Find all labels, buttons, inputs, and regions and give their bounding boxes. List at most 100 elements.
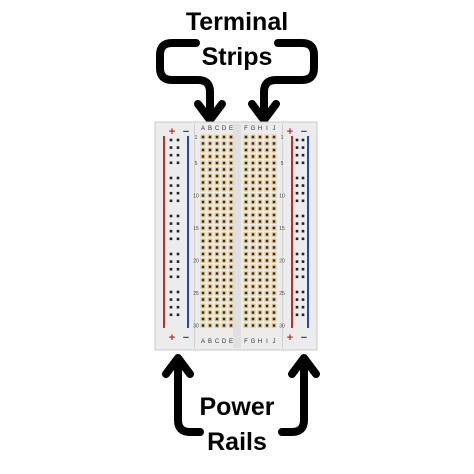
hole	[272, 181, 276, 184]
rail-hole	[301, 229, 305, 233]
bottom-arrow-shaft-right	[278, 364, 308, 436]
hole	[229, 148, 233, 152]
rail-hole	[301, 298, 305, 301]
rail-hole	[176, 298, 180, 301]
terminal-strips-label-line2: Strips	[201, 43, 273, 71]
hole	[251, 155, 255, 158]
rail-hole	[295, 146, 299, 149]
hole	[265, 291, 269, 295]
rail-minus-sign: −	[301, 126, 307, 138]
hole	[201, 311, 205, 314]
hole	[258, 200, 262, 204]
rail-hole	[301, 153, 305, 157]
hole	[272, 291, 276, 295]
hole	[229, 194, 233, 197]
column-label-bottom: A	[201, 339, 205, 345]
hole	[244, 213, 248, 217]
hole	[201, 226, 205, 230]
rail-hole	[176, 214, 180, 218]
hole	[222, 239, 226, 243]
hole	[258, 174, 262, 178]
hole	[229, 278, 233, 282]
hole	[251, 259, 255, 262]
hole	[208, 194, 212, 197]
hole	[258, 311, 262, 314]
hole	[201, 291, 205, 295]
hole	[229, 226, 233, 230]
hole	[265, 239, 269, 243]
hole	[272, 200, 276, 204]
column-label-top: I	[266, 126, 268, 132]
hole	[272, 194, 276, 197]
rail-hole	[169, 191, 173, 195]
power-rails-label-line1: Power	[199, 393, 275, 421]
hole	[229, 259, 233, 262]
column-label-top: H	[258, 126, 262, 132]
hole	[265, 259, 269, 262]
rail-plus-sign: +	[169, 126, 175, 138]
column-label-top: C	[215, 126, 220, 132]
rail-hole	[295, 222, 299, 225]
hole	[244, 246, 248, 249]
hole	[251, 285, 255, 288]
hole	[215, 148, 219, 152]
hole	[229, 317, 233, 321]
hole	[201, 239, 205, 243]
hole	[258, 220, 262, 223]
hole	[244, 174, 248, 178]
hole	[215, 265, 219, 269]
hole	[208, 252, 212, 256]
hole	[201, 272, 205, 275]
rail-minus-sign: −	[183, 126, 189, 138]
rail-hole	[295, 313, 299, 317]
hole	[251, 278, 255, 282]
hole	[258, 155, 262, 158]
hole	[265, 207, 269, 210]
row-number-right: 1	[281, 135, 284, 141]
hole	[272, 317, 276, 321]
rail-hole	[169, 214, 173, 218]
hole	[222, 233, 226, 236]
rail-hole	[169, 153, 173, 157]
hole	[215, 187, 219, 191]
hole	[215, 252, 219, 256]
hole	[215, 174, 219, 178]
left-rail-divider	[194, 124, 195, 348]
hole	[265, 187, 269, 191]
column-label-top: G	[251, 126, 256, 132]
hole	[222, 291, 226, 295]
hole	[201, 278, 205, 282]
hole	[229, 285, 233, 288]
top-arrow-shaft-right	[260, 39, 318, 116]
hole	[244, 304, 248, 308]
hole	[201, 148, 205, 152]
hole	[258, 304, 262, 308]
hole	[222, 213, 226, 217]
hole	[201, 174, 205, 178]
rail-hole	[301, 146, 305, 149]
rail-hole	[176, 138, 180, 142]
hole	[265, 142, 269, 145]
hole	[208, 265, 212, 269]
hole	[222, 155, 226, 158]
hole	[229, 135, 233, 139]
rail-hole	[176, 305, 180, 309]
hole	[229, 246, 233, 249]
arrows-group	[156, 39, 320, 436]
hole	[265, 278, 269, 282]
hole	[272, 168, 276, 171]
hole	[272, 298, 276, 301]
hole	[215, 168, 219, 171]
rail-hole	[176, 290, 180, 294]
hole	[265, 181, 269, 184]
row-number-right: 30	[279, 324, 285, 330]
hole	[258, 324, 262, 327]
column-label-top: J	[273, 126, 276, 132]
rail-hole	[169, 161, 173, 165]
hole	[272, 213, 276, 217]
hole	[208, 298, 212, 301]
hole	[244, 291, 248, 295]
hole	[244, 135, 248, 139]
hole	[201, 233, 205, 236]
rail-hole	[176, 252, 180, 256]
